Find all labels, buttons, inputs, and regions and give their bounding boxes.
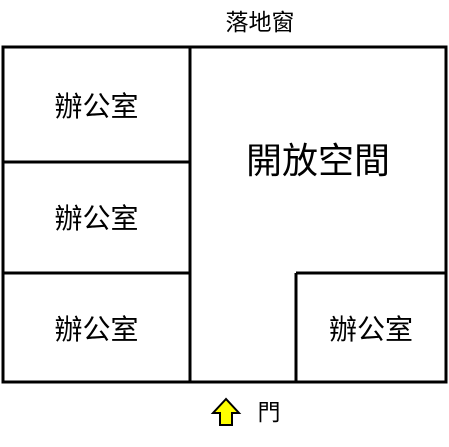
room-label-office-4: 辦公室 [328, 313, 413, 346]
room-label-office-3: 辦公室 [54, 313, 139, 346]
outer-wall [1, 45, 448, 384]
door-label: 門 [257, 400, 281, 426]
up-arrow-icon [210, 397, 242, 426]
room-label-office-1: 辦公室 [54, 90, 139, 123]
room-label-open-space: 開放空間 [245, 141, 390, 182]
room-label-office-2: 辦公室 [54, 202, 139, 235]
window-label: 落地窗 [225, 10, 295, 36]
